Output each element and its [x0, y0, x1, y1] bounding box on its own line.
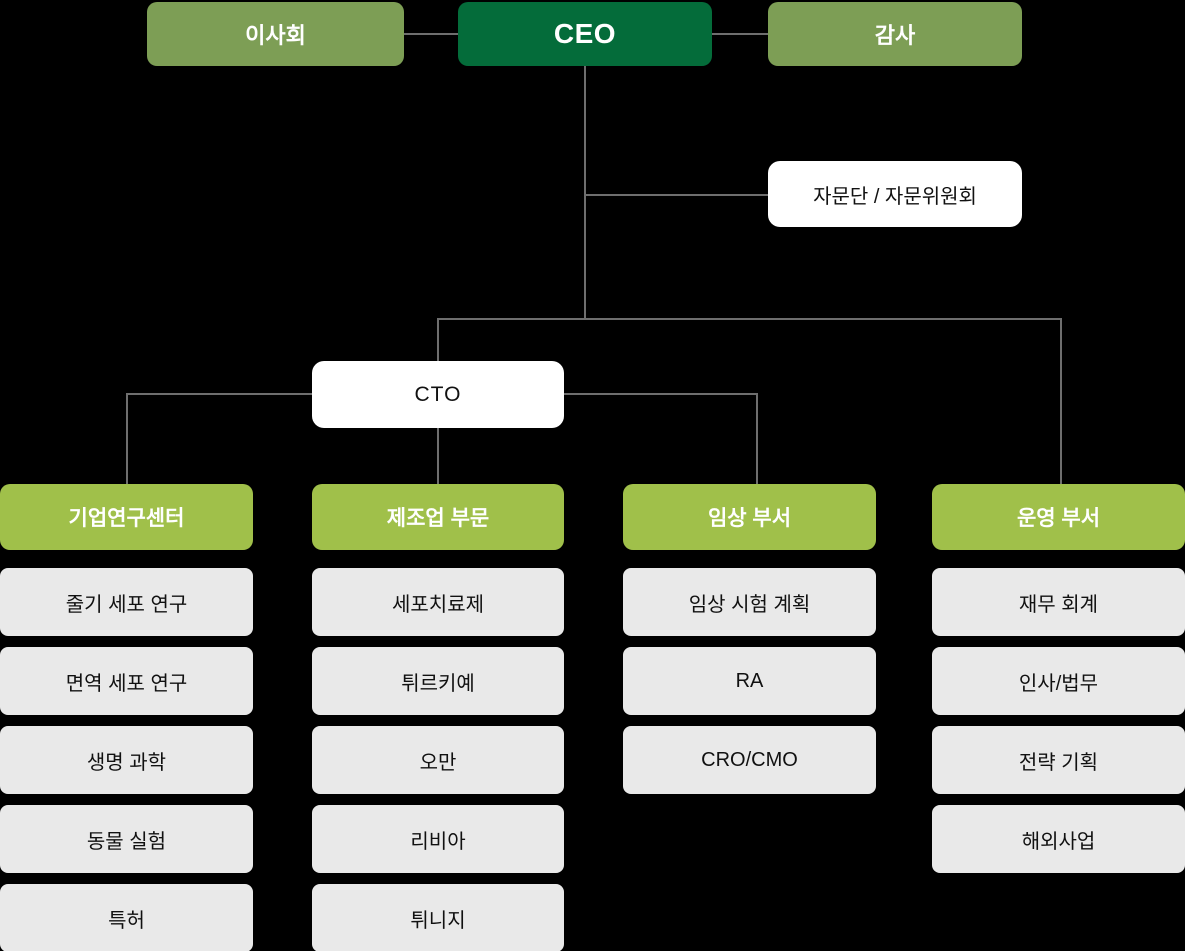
- org-item-label: 오만: [419, 751, 457, 774]
- dept-header-clinical: 임상 부서: [623, 484, 876, 550]
- org-item: RA: [623, 647, 876, 715]
- org-item-label: 임상 시험 계획: [688, 593, 811, 616]
- ceo-box: CEO: [458, 2, 712, 66]
- connector-clinical-drop: [756, 393, 758, 484]
- org-item-label: 특허: [108, 909, 145, 932]
- board-label: 이사회: [245, 23, 306, 48]
- org-item-label: 줄기 세포 연구: [65, 593, 188, 616]
- org-item: 튀니지: [312, 884, 564, 951]
- advisory-label: 자문단 / 자문위원회: [813, 185, 977, 208]
- org-item-label: RA: [735, 669, 764, 692]
- dept-label: 제조업 부문: [386, 507, 490, 530]
- connector-ceo-audit: [712, 33, 768, 35]
- connector-cto-right-branch: [564, 393, 758, 395]
- org-item: 임상 시험 계획: [623, 568, 876, 636]
- audit-label: 감사: [874, 23, 916, 48]
- org-item: 면역 세포 연구: [0, 647, 253, 715]
- board-box: 이사회: [147, 2, 404, 66]
- org-item: 특허: [0, 884, 253, 951]
- connector-cto-drop: [437, 318, 439, 361]
- connector-research-drop: [126, 393, 128, 484]
- org-item: 인사/법무: [932, 647, 1185, 715]
- cto-box: CTO: [312, 361, 564, 428]
- dept-label: 운영 부서: [1016, 507, 1101, 530]
- dept-header-research: 기업연구센터: [0, 484, 253, 550]
- org-item: 튀르키예: [312, 647, 564, 715]
- org-item: 재무 회계: [932, 568, 1185, 636]
- org-item-label: 인사/법무: [1018, 672, 1099, 695]
- org-item-label: 세포치료제: [392, 593, 484, 616]
- org-item-label: 튀니지: [410, 909, 466, 932]
- org-item: 오만: [312, 726, 564, 794]
- dept-header-manufacturing: 제조업 부문: [312, 484, 564, 550]
- org-item: 리비아: [312, 805, 564, 873]
- advisory-box: 자문단 / 자문위원회: [768, 161, 1022, 227]
- dept-label: 기업연구센터: [68, 507, 185, 530]
- org-item-label: 해외사업: [1021, 830, 1096, 853]
- audit-box: 감사: [768, 2, 1022, 66]
- org-item-label: 리비아: [410, 830, 466, 853]
- org-item-label: 재무 회계: [1018, 593, 1099, 616]
- org-item: CRO/CMO: [623, 726, 876, 794]
- connector-ceo-drop: [584, 66, 586, 319]
- connector-cto-left-branch: [126, 393, 312, 395]
- org-item-label: 동물 실험: [86, 830, 167, 853]
- org-item: 해외사업: [932, 805, 1185, 873]
- org-item: 전략 기획: [932, 726, 1185, 794]
- org-item-label: 튀르키예: [401, 672, 475, 695]
- org-item-label: 전략 기획: [1018, 751, 1099, 774]
- connector-operations-drop: [1060, 318, 1062, 484]
- connector-distribution: [437, 318, 1062, 320]
- org-item: 줄기 세포 연구: [0, 568, 253, 636]
- ceo-label: CEO: [553, 18, 617, 49]
- org-item: 동물 실험: [0, 805, 253, 873]
- org-item-label: 면역 세포 연구: [65, 672, 188, 695]
- org-item-label: 생명 과학: [86, 751, 167, 774]
- connector-advisory-branch: [585, 194, 768, 196]
- dept-label: 임상 부서: [707, 507, 792, 530]
- connector-manufacturing-drop: [437, 428, 439, 484]
- org-item-label: CRO/CMO: [701, 748, 798, 771]
- org-item: 세포치료제: [312, 568, 564, 636]
- org-item: 생명 과학: [0, 726, 253, 794]
- connector-board-ceo: [404, 33, 458, 35]
- cto-label: CTO: [414, 382, 462, 406]
- dept-header-operations: 운영 부서: [932, 484, 1185, 550]
